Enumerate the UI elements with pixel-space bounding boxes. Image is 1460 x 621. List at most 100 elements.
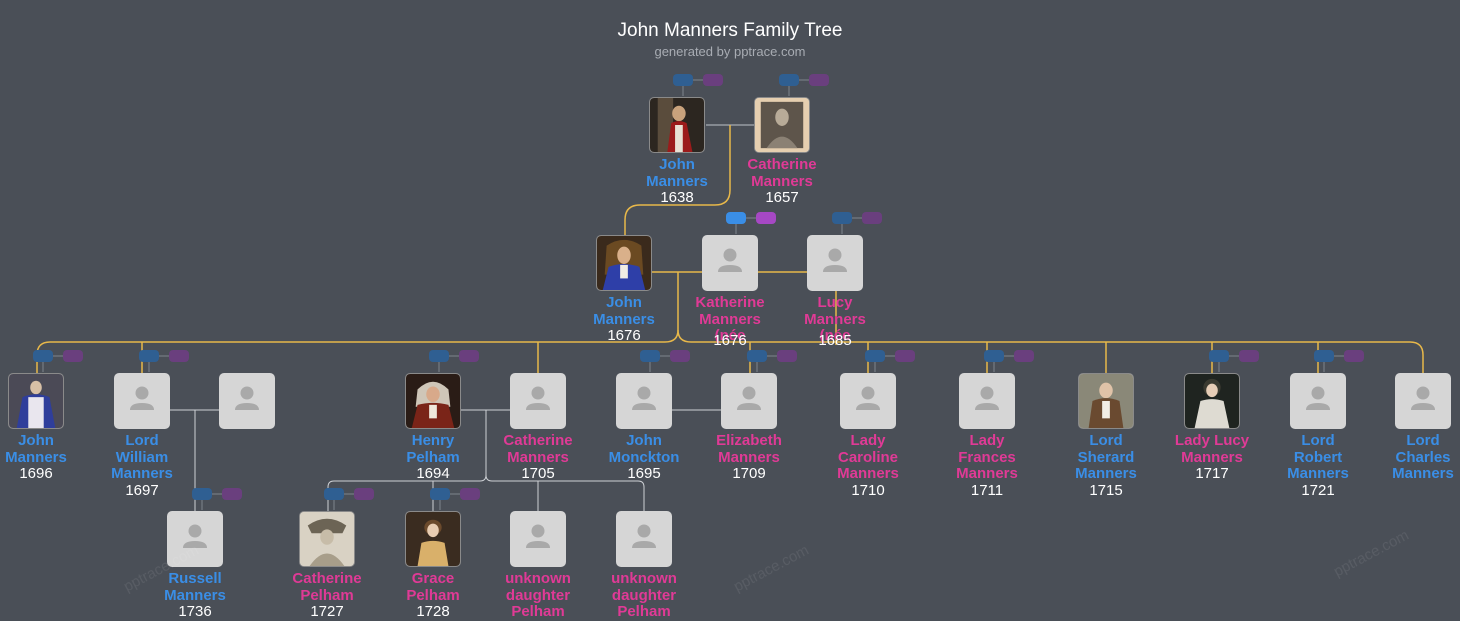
expand-spouse-toggle[interactable] [809, 74, 829, 86]
expand-parents-toggle[interactable] [429, 350, 449, 362]
person-name[interactable]: John Manners [593, 294, 655, 328]
expand-parents-toggle[interactable] [1209, 350, 1229, 362]
person-card-john-1676[interactable] [596, 235, 652, 291]
pill-connector [649, 355, 670, 372]
person-placeholder-icon [1306, 386, 1330, 410]
person-card-robert-1721[interactable] [1290, 373, 1346, 429]
birth-year: 1685 [818, 332, 852, 349]
expand-parents-toggle[interactable] [747, 350, 767, 362]
pill-connector [735, 217, 756, 234]
expand-parents-toggle[interactable] [640, 350, 660, 362]
birth-year: 1696 [19, 465, 53, 482]
expand-parents-toggle[interactable] [779, 74, 799, 86]
birth-year: 1717 [1195, 465, 1229, 482]
expand-spouse-toggle[interactable] [756, 212, 776, 224]
person-name[interactable]: Catherine Manners [747, 156, 817, 190]
person-name[interactable]: John Monckton [608, 432, 680, 466]
person-name[interactable]: Lady Frances Manners [956, 432, 1018, 482]
pill-connector [438, 355, 459, 372]
expand-spouse-toggle[interactable] [670, 350, 690, 362]
person-name[interactable]: unknown daughter Pelham [505, 570, 571, 620]
expand-spouse-toggle[interactable] [63, 350, 83, 362]
person-name[interactable]: Lord William Manners [111, 432, 173, 482]
person-name[interactable]: Lord Charles Manners [1392, 432, 1454, 482]
person-card-elizabeth-1709[interactable] [721, 373, 777, 429]
pill-connector [682, 79, 703, 96]
person-card-charles[interactable] [1395, 373, 1451, 429]
expand-parents-toggle[interactable] [139, 350, 159, 362]
expand-parents-toggle[interactable] [726, 212, 746, 224]
person-placeholder-icon [183, 524, 207, 548]
person-name[interactable]: Catherine Pelham [292, 570, 362, 604]
portrait-image [597, 236, 651, 290]
portrait-image [406, 512, 460, 566]
person-card-frances-1711[interactable] [959, 373, 1015, 429]
person-card-john-1638[interactable] [649, 97, 705, 153]
portrait-image [9, 374, 63, 428]
expand-spouse-toggle[interactable] [1014, 350, 1034, 362]
person-card-william-spouse[interactable] [219, 373, 275, 429]
pill-connector [148, 355, 169, 372]
person-name[interactable]: John Manners [5, 432, 67, 466]
person-card-caroline-1710[interactable] [840, 373, 896, 429]
person-card-russell-1736[interactable] [167, 511, 223, 567]
person-card-monckton-1695[interactable] [616, 373, 672, 429]
expand-spouse-toggle[interactable] [703, 74, 723, 86]
expand-spouse-toggle[interactable] [862, 212, 882, 224]
person-name[interactable]: Elizabeth Manners [716, 432, 782, 466]
birth-year: 1736 [178, 603, 212, 620]
expand-parents-toggle[interactable] [324, 488, 344, 500]
person-card-john-1696[interactable] [8, 373, 64, 429]
person-name[interactable]: Katherine Manners (née [695, 294, 765, 344]
expand-parents-toggle[interactable] [865, 350, 885, 362]
person-name[interactable]: Grace Pelham [406, 570, 460, 604]
person-name[interactable]: Lord Sherard Manners [1075, 432, 1137, 482]
pill-connector [1323, 355, 1344, 372]
person-card-catherine-1727[interactable] [299, 511, 355, 567]
birth-year: 1638 [660, 189, 694, 206]
person-name[interactable]: Lady Caroline Manners [837, 432, 899, 482]
expand-spouse-toggle[interactable] [895, 350, 915, 362]
person-placeholder-icon [1411, 386, 1435, 410]
expand-parents-toggle[interactable] [984, 350, 1004, 362]
person-name[interactable]: Catherine Manners [503, 432, 573, 466]
person-card-lucy-1717[interactable] [1184, 373, 1240, 429]
person-name[interactable]: Henry Pelham [406, 432, 460, 466]
expand-spouse-toggle[interactable] [222, 488, 242, 500]
birth-year: 1728 [416, 603, 450, 620]
expand-spouse-toggle[interactable] [460, 488, 480, 500]
person-placeholder-icon [737, 386, 761, 410]
expand-spouse-toggle[interactable] [459, 350, 479, 362]
person-name[interactable]: unknown daughter Pelham [611, 570, 677, 620]
expand-parents-toggle[interactable] [430, 488, 450, 500]
person-name[interactable]: John Manners [646, 156, 708, 190]
person-card-unknown-1[interactable] [510, 511, 566, 567]
expand-parents-toggle[interactable] [832, 212, 852, 224]
expand-spouse-toggle[interactable] [1344, 350, 1364, 362]
person-card-unknown-2[interactable] [616, 511, 672, 567]
person-card-lucy-1685[interactable] [807, 235, 863, 291]
person-placeholder-icon [718, 248, 742, 272]
person-card-sherard-1715[interactable] [1078, 373, 1134, 429]
expand-spouse-toggle[interactable] [1239, 350, 1259, 362]
expand-parents-toggle[interactable] [192, 488, 212, 500]
person-name[interactable]: Lady Lucy Manners [1174, 432, 1250, 466]
expand-spouse-toggle[interactable] [169, 350, 189, 362]
person-card-catherine-1657[interactable] [754, 97, 810, 153]
expand-spouse-toggle[interactable] [354, 488, 374, 500]
person-card-william-1697[interactable] [114, 373, 170, 429]
expand-parents-toggle[interactable] [1314, 350, 1334, 362]
person-card-katherine-1676[interactable] [702, 235, 758, 291]
person-name[interactable]: Russell Manners [164, 570, 226, 604]
person-card-grace-1728[interactable] [405, 511, 461, 567]
expand-parents-toggle[interactable] [33, 350, 53, 362]
page-title: John Manners Family Tree [617, 20, 843, 41]
birth-year: 1697 [125, 481, 159, 499]
expand-spouse-toggle[interactable] [777, 350, 797, 362]
person-card-henry-1694[interactable] [405, 373, 461, 429]
pill-connector [756, 355, 777, 372]
person-card-catherine-1705[interactable] [510, 373, 566, 429]
expand-parents-toggle[interactable] [673, 74, 693, 86]
person-name[interactable]: Lucy Manners (née [804, 294, 866, 344]
person-name[interactable]: Lord Robert Manners [1287, 432, 1349, 482]
